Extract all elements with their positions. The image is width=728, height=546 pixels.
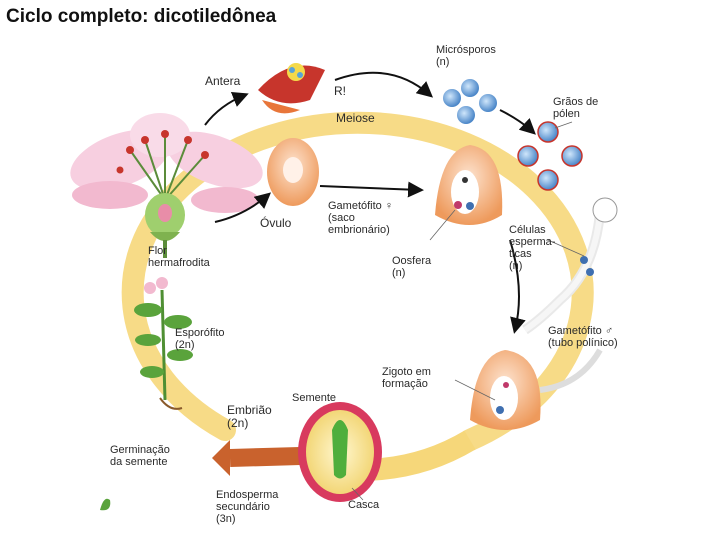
arrow-flower-ovule: [214, 192, 272, 223]
label-casca: Casca: [348, 499, 380, 511]
flower-illustration: [70, 113, 263, 258]
arrow-microspores-pollen: [499, 109, 536, 135]
label-microsporos: Micrósporos (n): [436, 44, 496, 68]
ovule-illustration: [267, 138, 319, 206]
label-flor: Flor hermafrodita: [148, 245, 210, 269]
label-embriao: Embrião (2n): [227, 403, 272, 430]
sporophyte-plant-illustration: [100, 277, 193, 511]
label-ri: R!: [334, 84, 346, 98]
anther-illustration: [258, 63, 325, 114]
cycle-arrowhead: [212, 440, 230, 476]
zygote-illustration: [470, 348, 603, 430]
label-zigoto: Zigoto em formação: [382, 366, 431, 390]
arrow-flower-anther: [204, 92, 249, 126]
pollen-grains-illustration: [517, 121, 583, 191]
label-celulas-espermaticas: Células esperma- ticas (n): [509, 224, 556, 272]
label-germinacao: Germinação da semente: [110, 444, 170, 468]
label-meiose: Meiose: [336, 111, 375, 125]
embryo-sac-illustration: [435, 145, 503, 225]
slide-title: Ciclo completo: dicotiledônea: [6, 6, 277, 27]
arrow-ovule-gametophyte: [319, 181, 424, 198]
label-endosperma: Endosperma secundário (3n): [216, 489, 279, 525]
arrow-anther-microspores: [334, 71, 434, 98]
microspores-illustration: [443, 79, 497, 124]
pollen-tube-illustration: [522, 197, 618, 335]
label-ovulo: Óvulo: [260, 216, 292, 230]
label-graos-polen: Grãos de pólen: [553, 96, 599, 120]
cycle-arrow-tail: [229, 447, 301, 467]
label-semente: Semente: [292, 392, 337, 404]
arrow-gametophyte-zygote: [509, 239, 526, 334]
label-gametofito-feminino: Gametófito ♀ (saco embrionário): [328, 200, 394, 236]
label-antera: Antera: [205, 74, 241, 88]
label-gametofito-masculino: Gametófito ♂ (tubo polínico): [548, 325, 618, 349]
label-esporofito: Esporófito (2n): [175, 327, 225, 351]
label-oosfera: Oosfera (n): [392, 255, 432, 279]
seed-illustration: [298, 402, 382, 502]
